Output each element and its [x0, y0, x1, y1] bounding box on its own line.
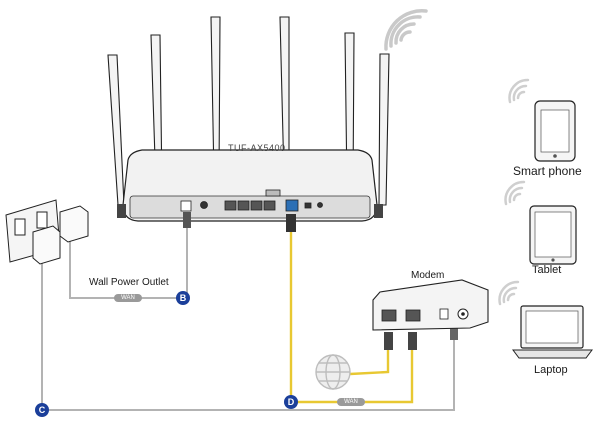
power-cable-modem: [41, 260, 455, 411]
tablet-icon: [529, 205, 577, 265]
modem-icon: [372, 279, 489, 331]
wall-outlet-label: Wall Power Outlet: [89, 277, 169, 288]
laptop-label: Laptop: [534, 364, 568, 376]
wifi-waves-icon: [498, 78, 530, 306]
smartphone-label: Smart phone: [513, 164, 582, 178]
tablet-label: Tablet: [532, 264, 562, 276]
ethernet-cable-internet: [349, 345, 390, 376]
marker-d: D: [284, 395, 298, 409]
marker-c: C: [35, 403, 49, 417]
router-ports: [180, 189, 323, 212]
marker-b: B: [176, 291, 190, 305]
smartphone-icon: [534, 100, 576, 162]
router-icon: [107, 16, 390, 222]
antenna-icon: [107, 16, 390, 206]
wifi-waves-icon: [384, 9, 428, 51]
modem-label: Modem: [411, 270, 445, 281]
router-model-label: TUF-AX5400: [228, 143, 286, 153]
router-rear-panel: [129, 195, 371, 219]
power-cable-tag: WAN: [114, 294, 142, 302]
laptop-icon: [512, 305, 593, 359]
wan-cable-tag: WAN: [337, 398, 365, 406]
power-adapter-icon: [32, 205, 89, 265]
globe-icon: [315, 354, 351, 390]
